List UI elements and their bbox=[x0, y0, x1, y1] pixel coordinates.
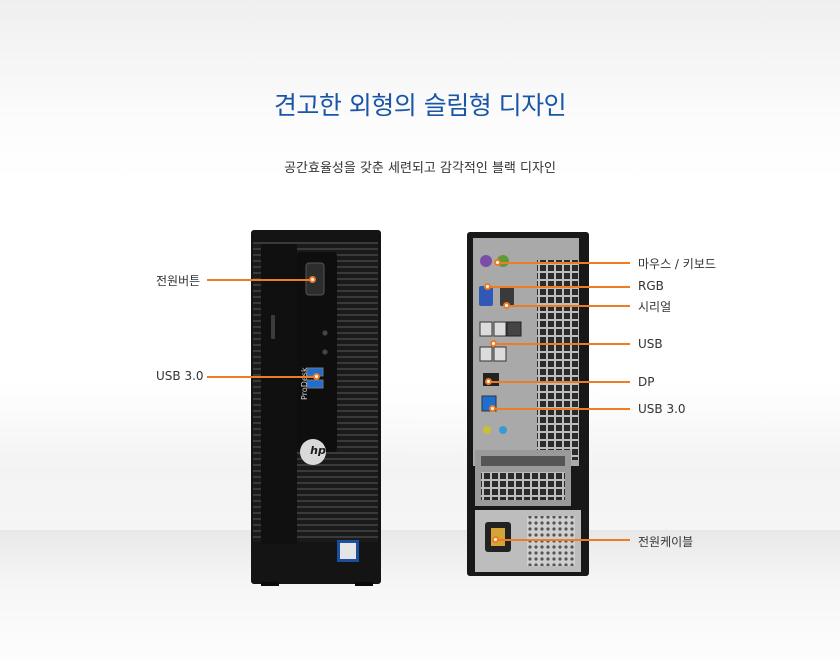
label-power-cable: 전원케이블 bbox=[638, 535, 694, 549]
leader-dp bbox=[491, 381, 630, 383]
label-rgb: RGB bbox=[638, 279, 664, 293]
label-rear-usb: USB bbox=[638, 337, 663, 351]
label-dp: DP bbox=[638, 375, 655, 389]
leader-serial bbox=[509, 305, 630, 307]
leader-power-button bbox=[207, 279, 312, 281]
model-name-mark: ProDesk bbox=[300, 367, 309, 400]
leader-front-usb30 bbox=[207, 376, 316, 378]
label-serial: 시리얼 bbox=[638, 300, 672, 314]
marker-power-button bbox=[309, 276, 316, 283]
label-rear-usb30: USB 3.0 bbox=[638, 402, 686, 416]
marker-front-usb30 bbox=[313, 373, 320, 380]
leader-rear-usb30 bbox=[495, 408, 630, 410]
pc-rear-image bbox=[467, 232, 589, 576]
page-subtitle: 공간효율성을 갖춘 세련되고 감각적인 블랙 디자인 bbox=[284, 161, 556, 176]
floor-shadow bbox=[0, 530, 840, 661]
label-power-button: 전원버튼 bbox=[156, 274, 201, 288]
pc-front-image bbox=[251, 230, 381, 586]
backdrop-light bbox=[150, 200, 710, 460]
page-title: 견고한 외형의 슬림형 디자인 bbox=[273, 91, 567, 120]
label-front-usb30: USB 3.0 bbox=[156, 369, 204, 383]
leader-rear-usb bbox=[496, 343, 630, 345]
hp-logo-mark: hp bbox=[310, 444, 326, 457]
leader-power-cable bbox=[498, 539, 630, 541]
leader-rgb bbox=[490, 286, 630, 288]
label-mouse-keyboard: 마우스 / 키보드 bbox=[638, 257, 716, 271]
leader-mouse-keyboard bbox=[500, 262, 630, 264]
